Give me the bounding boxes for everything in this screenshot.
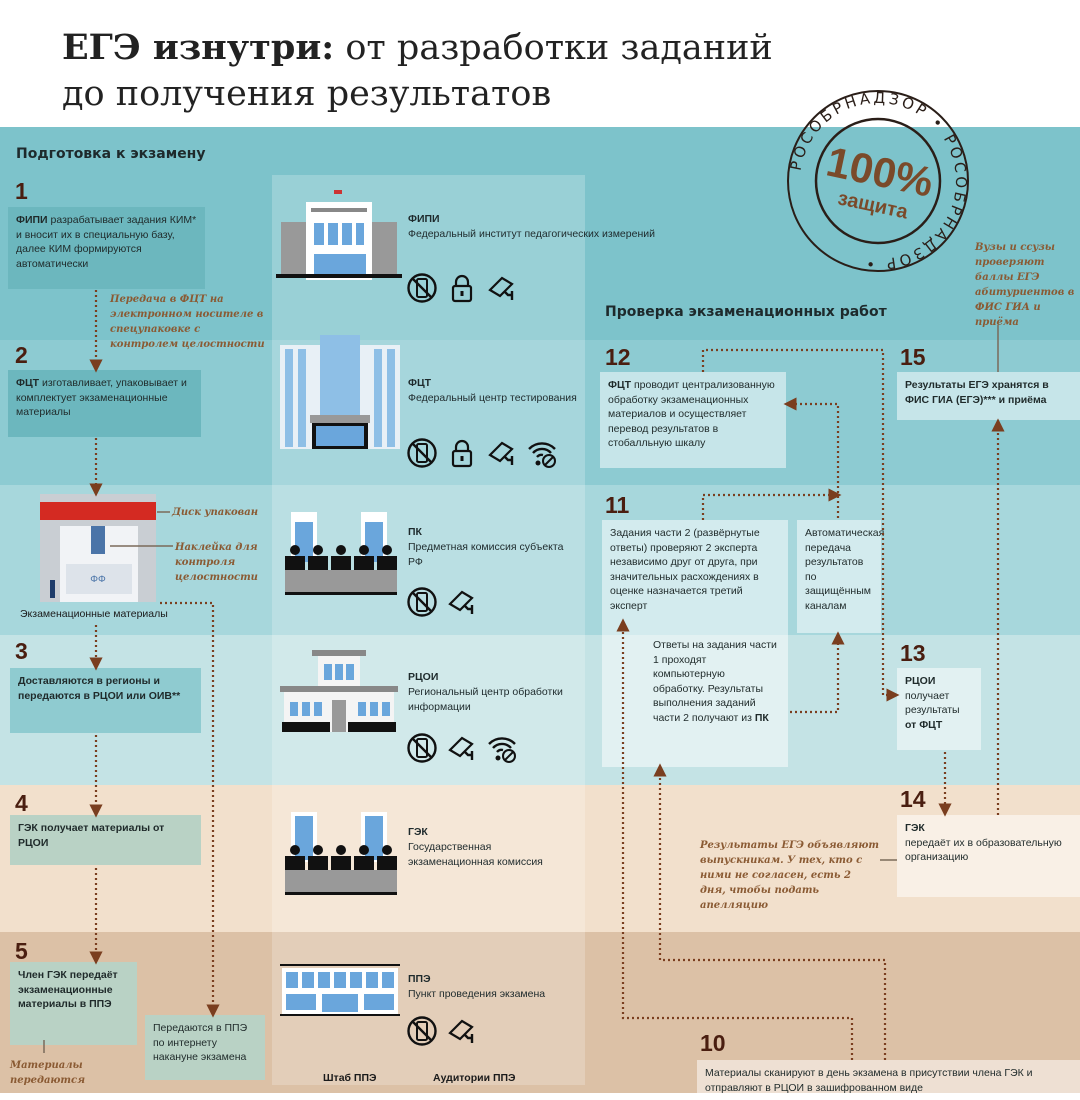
note-handover: Материалы передаются	[10, 1060, 86, 1086]
lock-icon	[446, 272, 478, 304]
org-pk-icons	[406, 586, 478, 618]
section-heading-check: Проверка экзаменационных работ	[605, 304, 887, 320]
step-3-box: Доставляются в регионы и передаются в РЦ…	[10, 668, 201, 733]
gek-commission-icon	[285, 812, 397, 895]
step-number: 11	[605, 492, 630, 518]
fipi-building-icon	[276, 190, 402, 280]
section-heading-prep: Подготовка к экзамену	[16, 146, 206, 162]
rcoi-building-icon	[280, 650, 398, 732]
step-11b-text: Ответы на задания части 1 проходят компь…	[653, 639, 777, 724]
ppe-building-icon	[280, 964, 400, 1016]
camera-icon	[446, 586, 478, 618]
no-phone-icon	[406, 732, 438, 764]
svg-text:ФФ: ФФ	[90, 575, 106, 585]
materials-caption: Экзаменационные материалы	[20, 608, 168, 620]
camera-icon	[446, 1015, 478, 1047]
stamp-logo: РОСОБРНАДЗОР • РОСОБРНАДЗОР • 100% защит…	[787, 89, 969, 273]
org-rcoi-icons	[406, 732, 518, 764]
step-5b-box: Передаются в ППЭ по интернету накануне э…	[145, 1015, 265, 1080]
ppe-hq-label: Штаб ППЭ	[323, 1072, 377, 1084]
lock-icon	[446, 437, 478, 469]
org-fct-icons	[406, 437, 558, 469]
fct-building-icon	[280, 335, 400, 449]
step-15-box: Результаты ЕГЭ хранятся в ФИС ГИА (ЕГЭ)*…	[897, 372, 1080, 420]
organizations-column	[272, 175, 585, 1085]
no-wifi-icon	[526, 437, 558, 469]
step-number: 12	[605, 344, 631, 370]
ppe-rooms-label: Аудитории ППЭ	[433, 1072, 516, 1084]
note-universities: Вузы и ссузы проверяют баллы ЕГЭ абитури…	[975, 242, 1075, 328]
step-number: 1	[15, 178, 28, 204]
org-ppe-icons	[406, 1015, 478, 1047]
note-disk: Диск упакован	[172, 507, 259, 518]
no-phone-icon	[406, 272, 438, 304]
no-phone-icon	[406, 437, 438, 469]
no-wifi-icon	[486, 732, 518, 764]
page-subtitle: до получения результатов	[62, 74, 552, 114]
note-transfer: Передача в ФЦТ на электронном носителе в…	[110, 294, 265, 350]
step-12-box: ФЦТ проводит централизованную обработку …	[600, 372, 786, 468]
camera-icon	[446, 732, 478, 764]
exam-materials-package-icon: ФФ	[40, 494, 156, 602]
pk-commission-icon	[285, 512, 397, 595]
note-appeal: Результаты ЕГЭ объявляют выпускникам. У …	[700, 840, 879, 911]
step-2-box: ФЦТ изготавливает, упаковывает и комплек…	[8, 370, 201, 437]
org-fipi-icons	[406, 272, 518, 304]
step-5-box: Член ГЭК передаёт экзаменационные матери…	[10, 962, 137, 1045]
step-4-box: ГЭК получает материалы от РЦОИ	[10, 815, 201, 865]
note-sticker: Наклейка для контроля целостности	[175, 542, 258, 583]
step-10-box: Материалы сканируют в день экзамена в пр…	[697, 1060, 1080, 1100]
step-number: 3	[15, 638, 28, 664]
page-title: ЕГЭ изнутри: от разработки заданий	[62, 27, 773, 68]
step-number: 15	[900, 344, 926, 370]
step-1-box: ФИПИ разрабатывает задания КИМ* и вносит…	[8, 207, 205, 289]
step-number: 4	[15, 790, 28, 816]
auto-transfer-box: Автоматическая передача результатов по з…	[797, 520, 884, 633]
camera-icon	[486, 272, 518, 304]
camera-icon	[486, 437, 518, 469]
step-number: 14	[900, 786, 926, 812]
step-number: 2	[15, 342, 28, 368]
step-number: 5	[15, 938, 28, 964]
no-phone-icon	[406, 1015, 438, 1047]
step-number: 13	[900, 640, 926, 666]
step-number: 10	[700, 1030, 726, 1056]
no-phone-icon	[406, 586, 438, 618]
